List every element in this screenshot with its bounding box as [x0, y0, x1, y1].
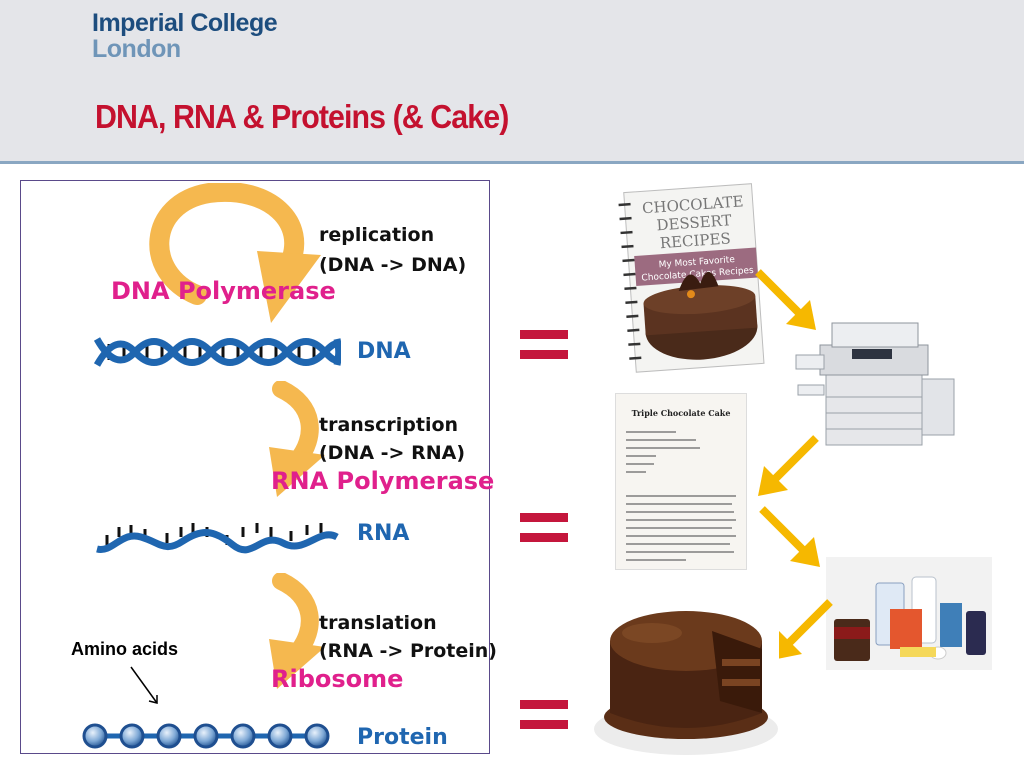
translation-arrow-icon	[269, 573, 325, 689]
baking-ingredients-image	[826, 557, 992, 670]
photocopier-image	[792, 315, 962, 450]
rna-polymerase-label: RNA Polymerase	[271, 467, 495, 495]
slide-title: DNA, RNA & Proteins (& Cake)	[95, 98, 509, 135]
logo-line2: London	[92, 35, 181, 63]
protein-label: Protein	[357, 725, 448, 750]
chocolate-recipe-book-image: CHOCOLATE DESSERT RECIPES My Most Favori…	[618, 180, 768, 380]
recipe-card-title: Triple Chocolate Cake	[631, 408, 731, 418]
slide-header: Imperial College London DNA, RNA & Prote…	[0, 0, 1024, 164]
yellow-arrow-1-icon	[755, 269, 816, 330]
yellow-arrow-3-icon	[759, 506, 820, 567]
book-title-line3: RECIPES	[659, 229, 731, 252]
amino-pointer-arrow-icon	[130, 666, 158, 704]
equals-sign-3	[520, 700, 568, 740]
equals-sign-2	[520, 513, 568, 553]
rna-label: RNA	[357, 521, 410, 546]
dna-label: DNA	[357, 339, 411, 364]
protein-chain-icon	[82, 723, 330, 749]
transcription-process: transcription	[319, 414, 459, 436]
chocolate-cake-image	[592, 571, 779, 757]
replication-process: replication	[319, 224, 435, 246]
transcription-detail: (DNA -> RNA)	[319, 442, 466, 464]
imperial-college-logo: Imperial College London	[92, 9, 278, 63]
recipe-card-image: Triple Chocolate Cake	[615, 393, 747, 570]
book-title-line2: DESSERT	[656, 211, 732, 234]
translation-process: translation	[319, 612, 437, 634]
replication-loop-arrow-icon	[149, 183, 321, 323]
ribosome-label: Ribosome	[271, 665, 404, 693]
recipe-card-text-lines-icon	[626, 431, 736, 561]
logo-line1: Imperial College	[92, 9, 278, 37]
replication-detail: (DNA -> DNA)	[319, 254, 467, 276]
yellow-arrow-4-icon	[772, 599, 833, 660]
amino-acids-label: Amino acids	[71, 639, 179, 659]
yellow-arrow-2-icon	[758, 435, 819, 496]
translation-detail: (RNA -> Protein)	[319, 640, 497, 662]
equals-sign-1	[520, 330, 568, 370]
rna-strand-icon	[96, 523, 339, 554]
dna-polymerase-label: DNA Polymerase	[111, 277, 336, 305]
dna-double-helix-icon	[93, 337, 341, 367]
transcription-arrow-icon	[269, 381, 325, 497]
central-dogma-diagram: replication (DNA -> DNA) DNA Polymerase …	[20, 180, 497, 754]
